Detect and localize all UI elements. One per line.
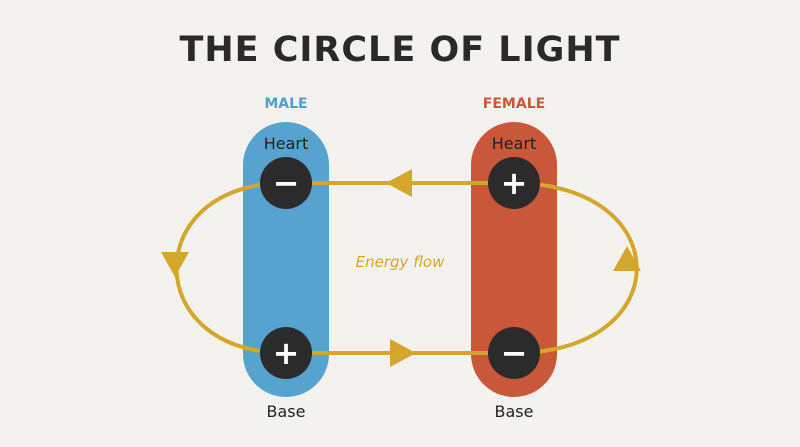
male-heart-polarity: − [273,164,300,202]
page-title: THE CIRCLE OF LIGHT [179,30,621,70]
male-base-node: + [260,327,312,379]
female-base-label: Base [494,402,534,421]
female-label: FEMALE [482,96,546,112]
arrowhead-left-down [161,252,189,277]
male-heart-label: Heart [263,134,309,153]
flow-curve-left [174,181,288,355]
female-base-node: − [488,327,540,379]
male-base-label: Base [266,402,306,421]
arrowhead-top-left [386,169,412,197]
male-label: MALE [264,96,308,112]
female-heart-polarity: + [501,164,528,202]
female-heart-node: + [488,157,540,209]
arrowhead-right-up [613,246,641,271]
male-heart-node: − [260,157,312,209]
female-base-polarity: − [501,334,528,372]
energy-flow-label: Energy flow [355,253,445,271]
male-base-polarity: + [273,334,300,372]
arrowhead-bottom-right [390,339,416,367]
female-heart-label: Heart [491,134,537,153]
